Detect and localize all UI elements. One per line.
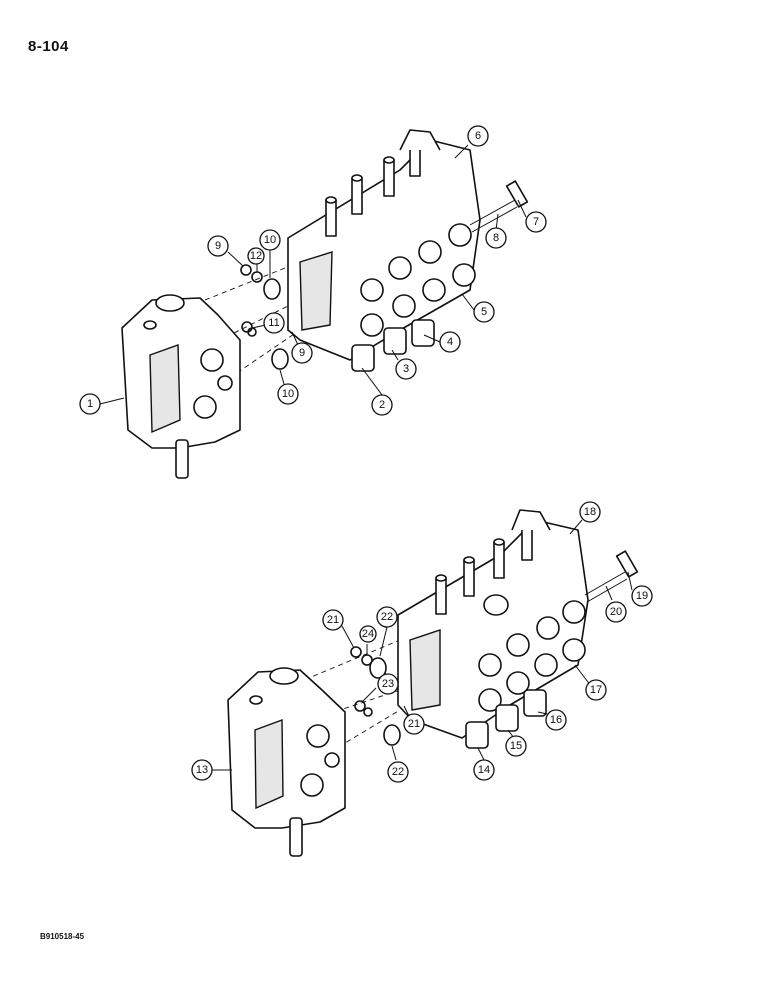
- callout-label: 20: [610, 606, 622, 618]
- oring-10-bottom: [271, 348, 289, 370]
- callout-label: 3: [403, 363, 409, 375]
- callout-4: 4: [439, 331, 461, 353]
- callout-label: 23: [382, 678, 394, 690]
- callout-label: 10: [282, 388, 294, 400]
- callout-12: 12: [247, 247, 265, 265]
- callout-label: 11: [268, 317, 279, 329]
- callout-7: 7: [525, 211, 547, 233]
- oring-22-top: [369, 657, 387, 679]
- callout-label: 4: [447, 336, 453, 348]
- callout-label: 14: [478, 764, 490, 776]
- inlet-cover-bottom: [227, 667, 346, 857]
- callout-label: 15: [510, 740, 522, 752]
- bottom-valve-assembly: [227, 509, 639, 857]
- seal-ring-11: [241, 321, 253, 333]
- oring-10-top: [263, 278, 281, 300]
- oring-22-bottom: [383, 724, 401, 746]
- callout-8: 8: [485, 227, 507, 249]
- callout-16: 16: [545, 709, 567, 731]
- callout-label: 1: [87, 398, 93, 410]
- callout-17: 17: [585, 679, 607, 701]
- page-number: 8-104: [28, 38, 69, 55]
- callout-label: 21: [408, 718, 420, 730]
- callout-21-bottom: 21: [403, 713, 425, 735]
- seal-ring-21-top: [350, 646, 362, 658]
- document-code: B910518-45: [40, 932, 85, 941]
- inlet-cover-top: [121, 294, 241, 479]
- callout-label: 22: [381, 611, 393, 623]
- callout-22-top: 22: [376, 606, 398, 628]
- callout-label: 9: [299, 347, 305, 359]
- callout-label: 19: [636, 590, 648, 602]
- callout-1: 1: [79, 393, 101, 415]
- callout-13: 13: [191, 759, 213, 781]
- callout-label: 10: [264, 234, 276, 246]
- callout-label: 8: [493, 232, 499, 244]
- callout-19: 19: [631, 585, 653, 607]
- valve-body-top: [287, 129, 481, 372]
- seal-ring-23: [354, 700, 366, 712]
- callout-23: 23: [377, 673, 399, 695]
- callout-label: 6: [475, 130, 481, 142]
- callout-label: 16: [550, 714, 562, 726]
- callout-label: 2: [379, 399, 385, 411]
- callout-label: 5: [481, 306, 487, 318]
- callout-3: 3: [395, 358, 417, 380]
- callout-label: 13: [196, 764, 208, 776]
- tie-bolt-top: [469, 180, 529, 233]
- callout-14: 14: [473, 759, 495, 781]
- callout-22-bottom: 22: [387, 761, 409, 783]
- seal-ring-9-top: [240, 264, 252, 276]
- callout-9-top: 9: [207, 235, 229, 257]
- callout-label: 18: [584, 506, 596, 518]
- callout-10-top: 10: [259, 229, 281, 251]
- callout-18: 18: [579, 501, 601, 523]
- callout-21-top: 21: [322, 609, 344, 631]
- callout-label: 12: [250, 250, 262, 262]
- callout-9-bottom: 9: [291, 342, 313, 364]
- callout-6: 6: [467, 125, 489, 147]
- callout-24: 24: [359, 625, 377, 643]
- callout-5: 5: [473, 301, 495, 323]
- callout-label: 9: [215, 240, 221, 252]
- callout-20: 20: [605, 601, 627, 623]
- callout-10-bottom: 10: [277, 383, 299, 405]
- callout-15: 15: [505, 735, 527, 757]
- callout-label: 17: [590, 684, 602, 696]
- callout-label: 7: [533, 216, 539, 228]
- callout-label: 24: [362, 628, 374, 640]
- oring-12: [251, 271, 263, 283]
- callout-2: 2: [371, 394, 393, 416]
- top-valve-assembly: [121, 129, 529, 479]
- seal-ring-21-mid: [363, 707, 373, 717]
- callout-label: 21: [327, 614, 339, 626]
- tie-bolt-bottom: [584, 550, 639, 603]
- callout-label: 22: [392, 766, 404, 778]
- callout-11: 11: [263, 312, 285, 334]
- valve-body-bottom: [397, 509, 589, 749]
